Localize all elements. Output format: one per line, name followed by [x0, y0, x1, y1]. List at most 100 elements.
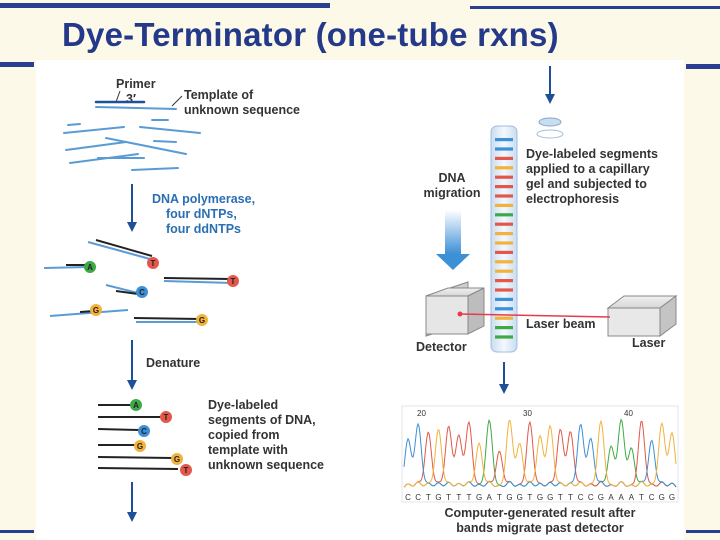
base-call: A: [619, 493, 625, 502]
fragment-bases: A T C G G T: [130, 399, 192, 476]
base-dot: [84, 261, 96, 273]
base-call: C: [415, 493, 421, 502]
base-call: G: [547, 493, 553, 502]
base-dot: [138, 425, 150, 437]
base-letter: G: [174, 455, 180, 464]
migration-arrow-shaft: [445, 210, 461, 254]
base-call: G: [517, 493, 523, 502]
base-letter: G: [137, 442, 143, 451]
base-call: G: [659, 493, 665, 502]
capillary-band: [495, 222, 513, 226]
base-call: C: [578, 493, 584, 502]
base-call: C: [405, 493, 411, 502]
base-call: T: [639, 493, 644, 502]
detector-box: [425, 281, 485, 337]
base-call: T: [456, 493, 461, 502]
base-call: T: [527, 493, 532, 502]
primer-label: Primer: [116, 77, 156, 91]
chromatogram-traces: [403, 418, 677, 488]
base-letter: T: [231, 277, 236, 286]
polymerase-label: DNA polymerase,four dNTPs,four ddNTPs: [152, 192, 255, 236]
migration-arrow-head: [436, 254, 470, 270]
laser-box: [606, 295, 678, 337]
base-call: T: [446, 493, 451, 502]
base-letter: G: [93, 306, 99, 315]
capillary-band: [495, 279, 513, 283]
base-call: G: [669, 493, 675, 502]
decor-band-top-left: [0, 3, 330, 8]
base-call: G: [537, 493, 543, 502]
capillary-band: [495, 250, 513, 254]
base-dot: [160, 411, 172, 423]
capillary-bands: [495, 138, 513, 339]
result-arrow-head: [499, 384, 509, 394]
capillary-band: [495, 156, 513, 160]
base-dot: [196, 314, 208, 326]
decor-band-bottom-right: [686, 530, 720, 533]
left-arrow-1-head: [127, 222, 137, 232]
capillary-band: [495, 185, 513, 189]
base-call: T: [426, 493, 431, 502]
base-call: A: [608, 493, 614, 502]
decor-band-top-right: [470, 6, 720, 9]
position-label: 40: [624, 409, 633, 418]
capillary-band: [495, 232, 513, 236]
extension-bases: A T T C G G: [84, 257, 239, 326]
base-call: G: [506, 493, 512, 502]
sample-arrow-head: [545, 94, 555, 104]
capillary-band: [495, 316, 513, 320]
sample-droplet: [536, 117, 564, 139]
capillary-band: [495, 297, 513, 301]
detector-label: Detector: [416, 340, 467, 354]
capillary-band: [495, 147, 513, 151]
capillary-band: [495, 326, 513, 330]
base-call: T: [558, 493, 563, 502]
primer-3prime-label: 3′: [126, 92, 136, 106]
base-call: T: [568, 493, 573, 502]
base-call: T: [497, 493, 502, 502]
base-dot: [171, 453, 183, 465]
decor-band-left: [0, 62, 34, 67]
capillary-band: [495, 307, 513, 311]
base-letter: C: [139, 288, 145, 297]
capillary-band: [495, 288, 513, 292]
base-dot: [90, 304, 102, 316]
primer-pointer: [115, 90, 121, 103]
base-letter: C: [141, 427, 147, 436]
base-dot: [227, 275, 239, 287]
decor-band-bottom-left: [0, 530, 34, 533]
base-letter: T: [184, 466, 189, 475]
denature-label: Denature: [146, 356, 200, 370]
capillary-band: [495, 175, 513, 179]
extension-products: [43, 239, 233, 323]
capillary-band: [495, 194, 513, 198]
dye-fragments: [97, 404, 179, 470]
position-label: 20: [417, 409, 426, 418]
laser-aperture: [457, 311, 463, 317]
laser-beam-label: Laser beam: [526, 317, 595, 331]
base-dot: [180, 464, 192, 476]
chromatogram-frame: [401, 405, 679, 503]
base-letter: A: [87, 263, 93, 272]
base-call: A: [629, 493, 635, 502]
capillary-band: [495, 138, 513, 142]
capillary-band: [495, 335, 513, 339]
capillary-band: [495, 260, 513, 264]
capillary-band: [495, 269, 513, 273]
base-letter: T: [164, 413, 169, 422]
base-dot: [134, 440, 146, 452]
left-arrow-3-head: [127, 512, 137, 522]
template-strands: [63, 100, 201, 171]
base-call: G: [598, 493, 604, 502]
capillary-tube: [490, 125, 518, 353]
template-pointer: [171, 95, 183, 107]
left-arrow-2-head: [127, 380, 137, 390]
